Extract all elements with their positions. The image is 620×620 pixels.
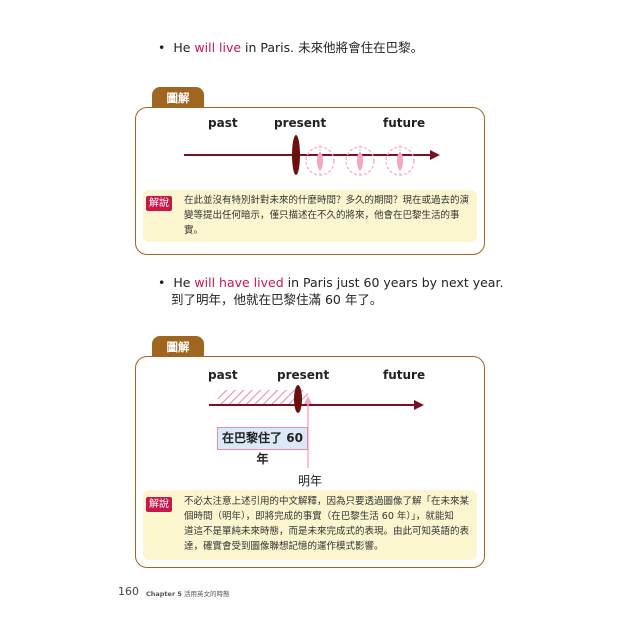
note-line: 達，確實會受到圖像聯想記憶的運作模式影響。 <box>184 541 384 552</box>
diagram2-tab: 圖解 <box>152 336 204 358</box>
next-year-label: 明年 <box>298 474 323 488</box>
diagram1-label-present: present <box>274 116 327 130</box>
diagram1-note <box>143 190 477 242</box>
example1-highlight: will live <box>194 40 242 55</box>
diagram1-tab: 圖解 <box>152 87 204 109</box>
note-line: 不必太注意上述引用的中文解釋，因為只要透過圖像了解「在未來某 <box>184 496 470 507</box>
diagram2-note-tag: 解說 <box>146 497 172 512</box>
diagram2-note <box>143 490 477 560</box>
example2-sentence: • He will have lived in Paris just 60 ye… <box>158 275 503 291</box>
example2-post: in Paris just 60 years by next year. <box>283 275 504 290</box>
diagram2-label-present: present <box>277 368 330 382</box>
future-point-2 <box>345 145 375 176</box>
present-marker <box>292 135 300 175</box>
chapter-title: 活用英文的時態 <box>184 590 230 598</box>
diagram1-timeline <box>184 135 440 176</box>
duration-box: 在巴黎住了 60 年 <box>217 427 308 466</box>
bullet-icon: • <box>158 40 166 55</box>
next-year-arrow-icon <box>304 396 312 404</box>
note-line: 在此並沒有特別針對未來的什麼時間？多久的期間？現在或過去的演 <box>184 195 470 206</box>
timeline-arrow-icon <box>430 150 440 160</box>
diagram1-label-past: past <box>208 116 238 130</box>
timeline-arrow-icon <box>414 400 424 410</box>
example2-highlight: will have lived <box>194 275 284 290</box>
example2-translation: 到了明年，他就在巴黎住滿 60 年了。 <box>171 292 383 307</box>
future-point-1 <box>305 145 335 176</box>
example1-post: in Paris. 未來他將會住在巴黎。 <box>241 40 424 55</box>
bullet-icon: • <box>158 275 166 290</box>
diagram2-note-text: 不必太注意上述引用的中文解釋，因為只要透過圖像了解「在未來某 個時間（明年），即… <box>184 494 474 554</box>
diagram1-label-future: future <box>383 116 426 130</box>
hatched-period <box>218 390 308 405</box>
diagram2-label-past: past <box>208 368 238 382</box>
present-marker <box>294 385 302 413</box>
example2-pre: He <box>173 275 195 290</box>
diagram2-label-future: future <box>383 368 426 382</box>
chapter-number: Chapter 5 <box>146 590 182 598</box>
note-line: 變等提出任何暗示，僅只描述在不久的將來，他會在巴黎生活的事 <box>184 210 460 221</box>
example1-sentence: • He will live in Paris. 未來他將會住在巴黎。 <box>158 40 423 56</box>
note-line: 實。 <box>184 225 204 236</box>
note-line: 個時間（明年），即將完成的事實（在巴黎生活 60 年）」，就能知 <box>184 511 454 522</box>
chapter-footer: Chapter 5 活用英文的時態 <box>146 588 230 598</box>
diagram1-note-tag: 解說 <box>146 196 172 211</box>
diagram2-timeline <box>209 385 424 468</box>
example1-pre: He <box>173 40 195 55</box>
page-number: 160 <box>118 585 139 598</box>
future-point-3 <box>385 145 415 176</box>
note-line: 道這不是單純未來時態，而是未來完成式的表現。由此可知英語的表 <box>184 526 470 537</box>
diagram1-note-text: 在此並沒有特別針對未來的什麼時間？多久的期間？現在或過去的演 變等提出任何暗示，… <box>184 193 474 238</box>
